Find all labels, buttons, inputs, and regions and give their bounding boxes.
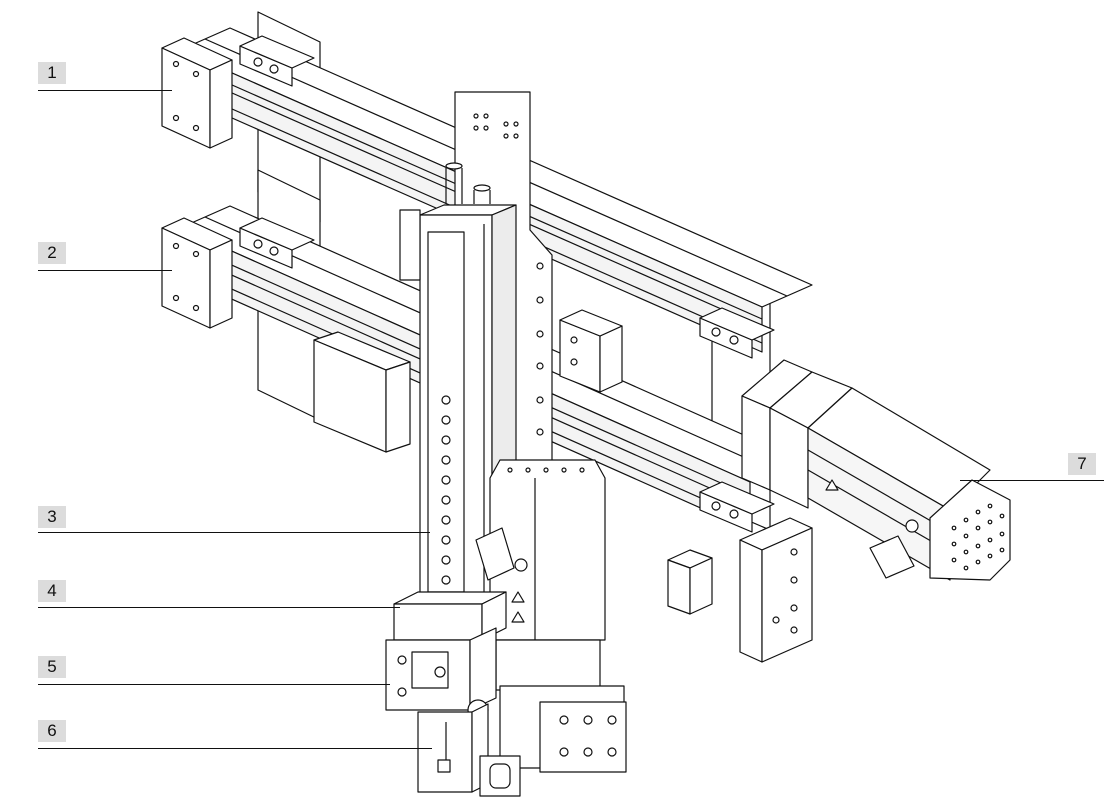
horizontal-axis-motor bbox=[741, 359, 1011, 581]
callout-mounting-kit: 5 bbox=[38, 656, 66, 678]
callout-vertical-axis: 3 bbox=[38, 506, 66, 528]
leader-line-gripper-module bbox=[38, 748, 432, 749]
leader-line-upper-horizontal-axis bbox=[38, 90, 172, 91]
callout-gripper-module: 6 bbox=[38, 720, 66, 742]
callout-upper-horizontal-axis: 1 bbox=[38, 62, 66, 84]
mounting-kit-body bbox=[385, 627, 497, 721]
cable-guides bbox=[559, 309, 713, 615]
vertical-axis-body bbox=[399, 162, 517, 609]
gripper-body bbox=[417, 703, 521, 797]
callout-label: 2 bbox=[47, 243, 57, 262]
callout-label: 1 bbox=[47, 63, 57, 82]
callout-servo-motor: 7 bbox=[1068, 453, 1096, 475]
leader-line-servo-motor bbox=[960, 480, 1104, 481]
callout-label: 4 bbox=[47, 581, 57, 600]
callout-axis-adapter-plate: 4 bbox=[38, 580, 66, 602]
adapter-plate bbox=[393, 591, 507, 641]
callout-label: 5 bbox=[47, 657, 57, 676]
leader-line-mounting-kit bbox=[38, 684, 390, 685]
lower-carriage bbox=[313, 331, 411, 453]
leader-line-axis-adapter-plate bbox=[38, 607, 400, 608]
callout-label: 6 bbox=[47, 721, 57, 740]
callout-lower-horizontal-axis: 2 bbox=[38, 242, 66, 264]
callout-label: 7 bbox=[1077, 454, 1087, 473]
rotary-block bbox=[499, 685, 627, 773]
leader-line-vertical-axis bbox=[38, 532, 430, 533]
callout-label: 3 bbox=[47, 507, 57, 526]
vertical-axis-motor bbox=[475, 459, 606, 691]
leader-line-lower-horizontal-axis bbox=[38, 270, 172, 271]
